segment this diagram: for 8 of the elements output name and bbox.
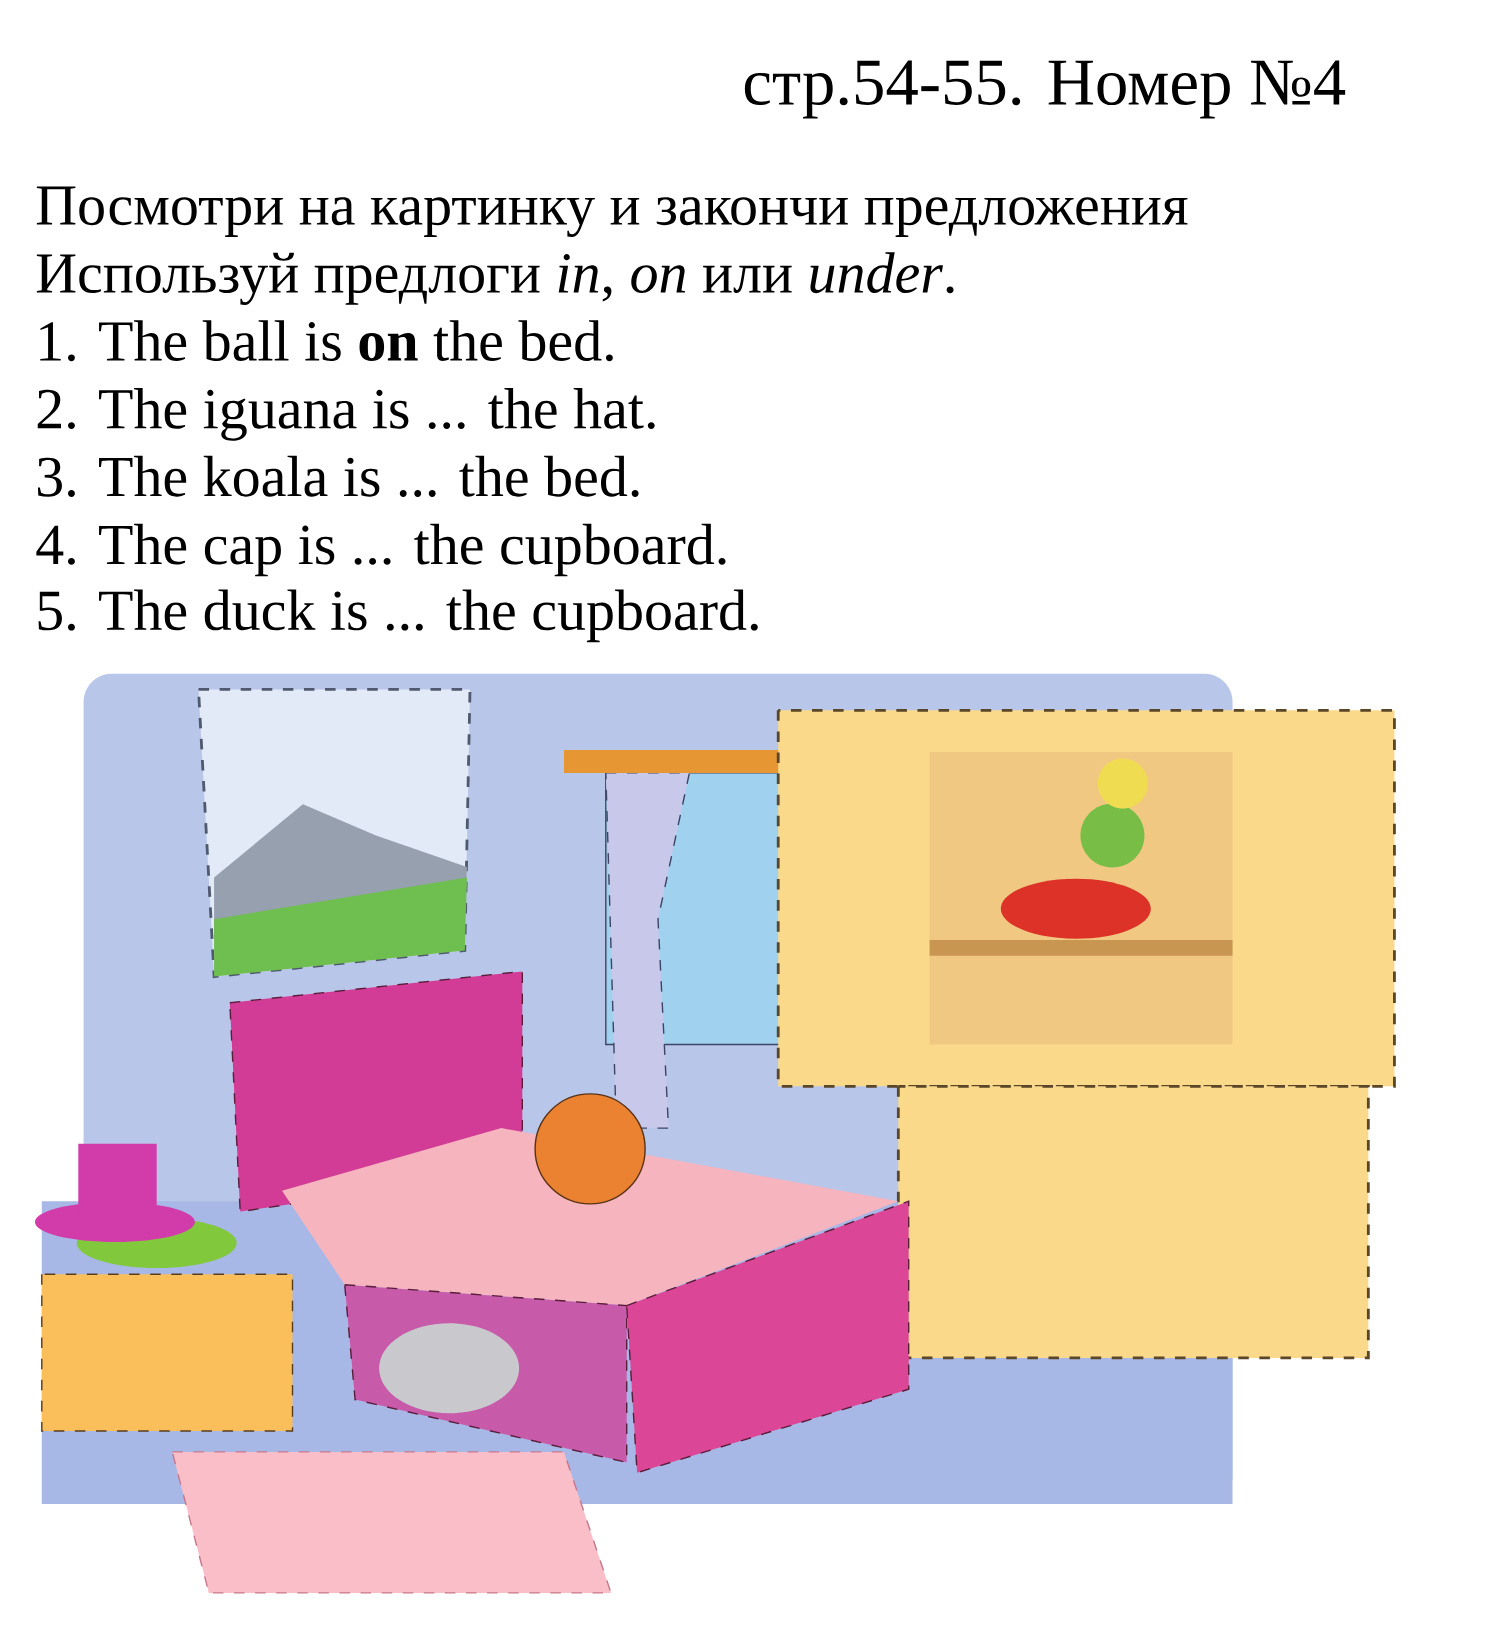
page-heading: стр.54-55. Номер №4 <box>744 60 1346 119</box>
exercise-sentence: 2. The iguana is ... the hat. <box>37 387 655 441</box>
instruction-text: Используй предлоги in, on или under. <box>36 252 954 305</box>
exercise-sentence: 4. The cap is ... the cupboard. <box>36 523 726 577</box>
exercise-sentence: 1. The ball is on the bed. <box>40 320 613 362</box>
exercise-sentence: 5. The duck is ... the cupboard. <box>38 589 758 643</box>
instruction-text: Посмотри на картинку и закончи предложения <box>36 186 1188 238</box>
exercise-sentence: 3. The koala is ... the bed. <box>37 455 639 497</box>
